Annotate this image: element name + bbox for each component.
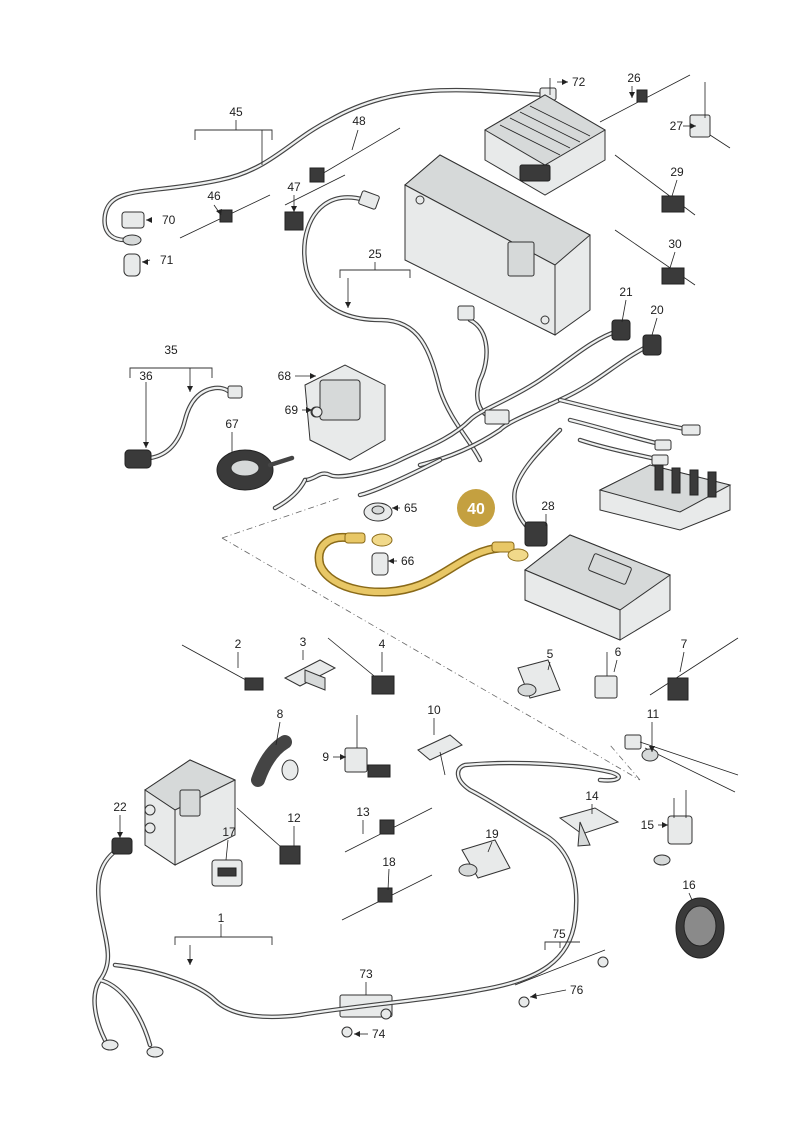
callout-68: 68 [278,369,292,383]
callout-69: 69 [285,403,299,417]
callout-29: 29 [670,165,684,179]
callout-14: 14 [585,789,599,803]
bracket-75 [544,941,580,950]
bracket-35 [129,367,213,378]
cable-ties-upper [179,74,731,286]
callout-6: 6 [615,645,622,659]
callout-15: 15 [641,818,655,832]
callout-27: 27 [670,119,684,133]
callout-74: 74 [372,1027,386,1041]
callout-46: 46 [207,189,221,203]
callout-20: 20 [650,303,664,317]
battery-cable-40 [314,532,529,597]
control-unit-22 [144,759,237,866]
callout-76: 76 [570,983,584,997]
callout-40-highlight: 40 [457,489,495,527]
harness-connectors [358,87,701,547]
callout-67: 67 [225,417,239,431]
callout-75: 75 [552,927,566,941]
nut-69 [311,406,323,418]
callout-30: 30 [668,237,682,251]
callout-28: 28 [541,499,555,513]
callout-21: 21 [619,285,633,299]
callout-48: 48 [352,114,366,128]
callout-13: 13 [356,805,370,819]
callout-45: 45 [229,105,243,119]
callout-70: 70 [162,213,176,227]
callout-12: 12 [287,811,301,825]
callout-3: 3 [300,635,307,649]
control-unit-72 [484,94,606,196]
callout-65: 65 [404,501,418,515]
battery-unit [404,154,591,336]
callout-9: 9 [322,750,329,764]
control-unit-28 [524,534,672,641]
clip-70 [121,211,145,246]
wiring-harness-lower [92,760,621,1058]
callout-17: 17 [222,825,236,839]
reference-dash-line [221,497,641,781]
callout-labels: 45 72 26 27 48 47 46 70 71 29 30 25 21 2… [113,71,696,1041]
callout-25: 25 [368,247,382,261]
callout-2: 2 [235,637,242,651]
callout-16: 16 [682,878,696,892]
small-parts-lower [181,637,739,1038]
bracket-45 [194,129,273,140]
callout-18: 18 [382,855,396,869]
bracket-68 [304,364,386,461]
callout-66: 66 [401,554,415,568]
callout-36: 36 [139,369,153,383]
callout-73: 73 [359,967,373,981]
cable-coil-67 [216,449,295,491]
callout-26: 26 [627,71,641,85]
grommet-66 [371,552,389,576]
bracket-25 [339,269,411,278]
callout-7: 7 [681,637,688,651]
leader-arrows [117,79,696,1037]
callout-8: 8 [277,707,284,721]
grommet-71 [123,253,141,277]
callout-19: 19 [485,827,499,841]
cable-35 [124,385,243,469]
callout-11: 11 [647,707,660,721]
callout-10: 10 [427,703,441,717]
callout-35: 35 [164,343,178,357]
bracket-1 [174,936,273,945]
callout-4: 4 [379,637,386,651]
fuse-box [598,464,732,531]
callout-22: 22 [113,800,127,814]
callout-72: 72 [572,75,586,89]
callout-47: 47 [287,180,301,194]
clip-65 [363,502,393,522]
callout-40: 40 [467,501,485,518]
callout-1: 1 [218,911,225,925]
callout-71: 71 [160,253,174,267]
callout-5: 5 [547,647,554,661]
